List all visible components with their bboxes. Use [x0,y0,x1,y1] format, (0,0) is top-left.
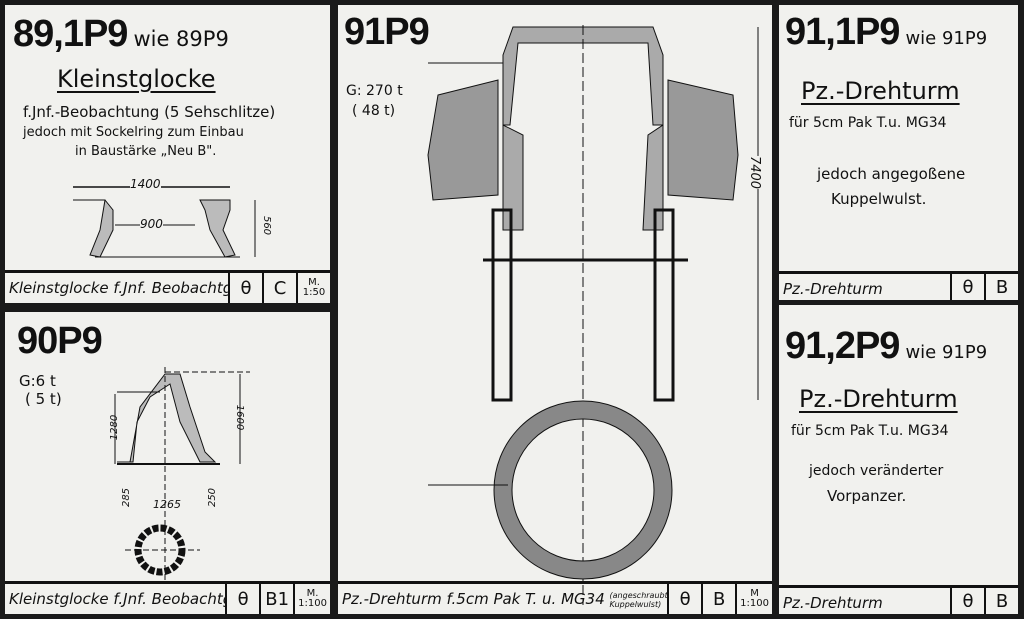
part-title: Pz.-Drehturm [801,77,960,105]
class-cell: C [262,273,296,303]
symbol-cell: θ [950,588,984,614]
dimension-label: 1400 [130,177,161,191]
description-line: jedoch mit Sockelring zum Einbau [23,125,244,140]
dimension-label: 7400 [747,155,763,190]
panel-90p9: 90P9 G:6 t ( 5 t) 1280 1600 285 1265 250… [5,312,330,614]
dimension-label: 1280 [109,414,121,441]
turret-drawing [427,25,759,605]
footer-label: Pz.-Drehturm f.5cm Pak T. u. MG34 (anges… [342,590,668,609]
dimension-label: 900 [140,217,163,231]
title-block: Pz.-Drehturm θ B [779,585,1018,614]
title-block: Pz.-Drehturm f.5cm Pak T. u. MG34 (anges… [338,581,772,614]
description-line: für 5cm Pak T.u. MG34 [791,423,949,439]
description-line: Kuppelwulst. [831,190,927,208]
footer-label: Kleinstglocke f.Jnf. Beobachtg. [9,590,226,608]
symbol-cell: θ [667,584,701,614]
dimension-label: 1265 [153,498,181,511]
bell-drawing [114,367,250,582]
class-cell: B [701,584,735,614]
title-block: Kleinstglocke f.Jnf. Beobachtg. θ C M.1:… [5,270,330,303]
weight-label: G:6 t [19,372,56,390]
class-cell: B [984,588,1018,614]
weight-label: G: 270 t [346,83,403,99]
footer-label: Pz.-Drehturm [783,594,883,612]
dimension-label: 1600 [234,404,246,431]
dimension-label: 285 [121,487,133,508]
weight-label: ( 48 t) [352,103,396,119]
description-line: jedoch veränderter [809,463,944,479]
class-cell: B [984,274,1018,300]
part-title: Kleinstglocke [57,65,216,93]
description-line: in Baustärke „Neu B". [75,144,217,159]
scale-cell: M.1:50 [296,273,330,303]
part-code: 91P9 [344,11,430,53]
weight-label: ( 5 t) [25,390,62,408]
title-block: Pz.-Drehturm θ B [779,271,1018,300]
panel-91p9: 91P9 G: 270 t ( 48 t) 7400 Pz.-Drehturm … [338,5,772,614]
description-line: für 5cm Pak T.u. MG34 [789,115,947,131]
part-title: Pz.-Drehturm [799,385,958,413]
footer-label: Kleinstglocke f.Jnf. Beobachtg. [9,279,228,297]
symbol-cell: θ [225,584,259,614]
description-line: f.Jnf.-Beobachtung (5 Sehschlitze) [23,103,276,121]
class-cell: B1 [259,584,293,614]
dimension-label: 250 [207,487,219,508]
cross-section-drawing [73,186,256,258]
scale-cell: M.1:100 [293,584,330,614]
part-code: 90P9 [17,320,103,362]
dimension-label: 560 [261,215,273,236]
symbol-cell: θ [950,274,984,300]
title-block: Kleinstglocke f.Jnf. Beobachtg. θ B1 M.1… [5,581,330,614]
description-line: jedoch angegoßene [817,165,966,183]
description-line: Vorpanzer. [827,487,907,505]
footer-label: Pz.-Drehturm [783,280,883,298]
symbol-cell: θ [228,273,262,303]
